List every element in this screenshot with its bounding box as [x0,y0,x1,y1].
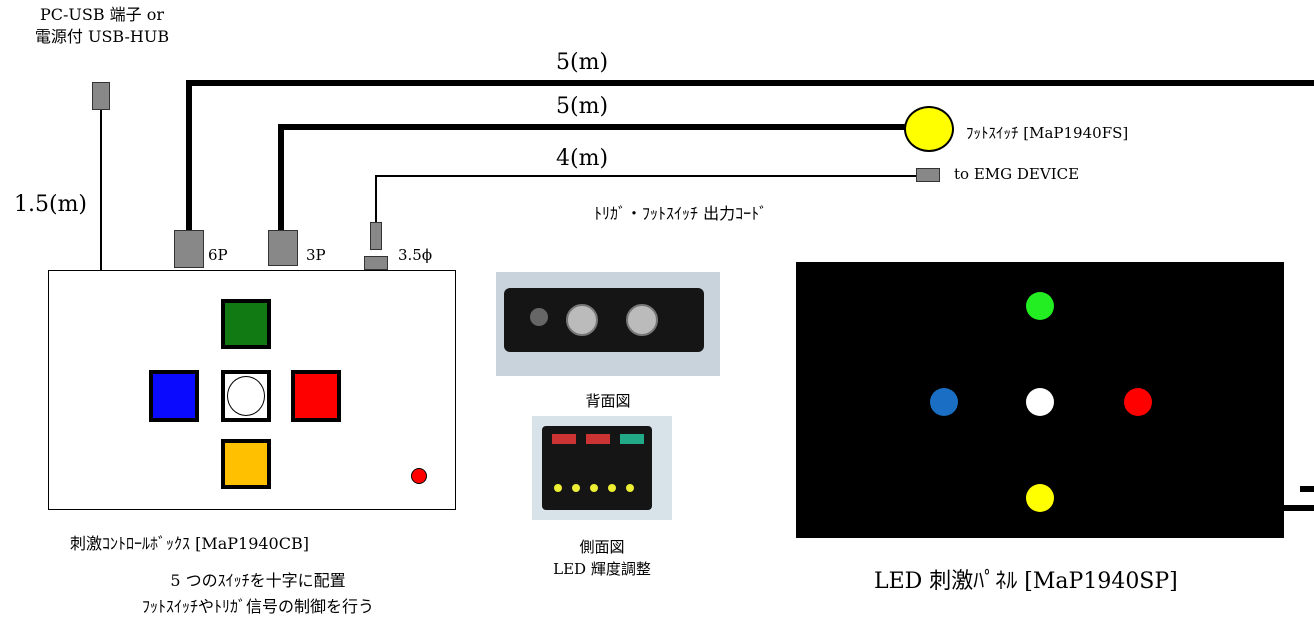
panel-cable-length: 5(m) [556,50,609,75]
three-pin-connector-icon [268,230,298,266]
panel-cable-vertical [186,80,192,230]
six-pin-connector-icon [174,230,204,268]
trigger-cable-horizontal [375,175,917,177]
switch-left[interactable] [149,370,199,422]
panel-led-left [930,388,958,416]
side-view-photo [532,416,672,520]
side-view-box [542,426,652,510]
side-view-caption: 側面図 LED 輝度調整 [532,536,672,580]
side-led-5 [626,484,634,492]
indicator-led [411,468,427,484]
panel-side-cable [1284,505,1314,511]
panel-led-center [1026,388,1054,416]
switch-center[interactable] [221,370,271,422]
three-pin-label: 3P [306,246,326,264]
usb-plug-icon [92,82,110,110]
panel-led-right [1124,388,1152,416]
six-pin-label: 6P [208,246,228,264]
side-switch-green [620,434,644,444]
switch-top[interactable] [221,299,271,349]
switch-bottom[interactable] [221,439,271,489]
back-view-caption: 背面図 [585,392,631,410]
phone-plug-icon [370,222,382,250]
back-din-connector-1 [566,304,598,336]
panel-led-top [1026,292,1054,320]
led-panel [796,262,1284,538]
foot-cable-length: 5(m) [556,94,609,119]
foot-switch-label: ﾌｯﾄｽｲｯﾁ [MaP1940FS] [966,124,1129,142]
trigger-cable-length: 4(m) [556,146,609,171]
panel-led-bottom [1026,484,1054,512]
side-view-caption-line1: 側面図 [579,538,625,556]
control-box-desc-line2: ﾌｯﾄｽｲｯﾁやﾄﾘｶﾞ信号の制御を行う [141,597,374,616]
emg-plug-icon [916,168,940,182]
trigger-cable-vertical [375,175,377,223]
side-led-4 [608,484,616,492]
usb-source-label-line2: 電源付 USB-HUB [34,27,170,46]
switch-right[interactable] [291,370,341,422]
control-box-desc-line1: 5 つのｽｲｯﾁを十字に配置 [170,571,346,590]
back-view-photo [496,272,720,376]
panel-cable-horizontal [186,80,1314,86]
back-jack-icon [530,308,548,326]
side-switch-red-2 [586,434,610,444]
trigger-cord-caption: ﾄﾘｶﾞ・ﾌｯﾄｽｲｯﾁ 出力ｺｰﾄﾞ [594,204,768,223]
back-din-connector-2 [626,304,658,336]
control-box-caption: 刺激ｺﾝﾄﾛｰﾙﾎﾞｯｸｽ [MaP1940CB] [70,534,309,553]
usb-source-label-line1: PC-USB 端子 or [39,5,165,24]
usb-cable-length: 1.5(m) [14,192,88,217]
side-switch-red [552,434,576,444]
foot-switch-icon [904,106,954,152]
side-led-3 [590,484,598,492]
emg-device-label: to EMG DEVICE [954,165,1080,183]
panel-side-cable-2 [1300,486,1314,492]
side-led-2 [572,484,580,492]
usb-cable [100,110,102,270]
phone-jack-label: 3.5ϕ [398,246,433,264]
usb-source-label: PC-USB 端子 or 電源付 USB-HUB [22,4,182,48]
phone-jack-icon [364,256,388,270]
side-led-1 [554,484,562,492]
led-panel-caption: LED 刺激ﾊﾟﾈﾙ [MaP1940SP] [874,569,1178,594]
back-view-box [504,288,704,352]
control-box-description: 5 つのｽｲｯﾁを十字に配置 ﾌｯﾄｽｲｯﾁやﾄﾘｶﾞ信号の制御を行う [48,568,468,620]
control-box [48,270,456,510]
foot-cable-vertical [278,124,284,230]
side-view-caption-line2: LED 輝度調整 [553,560,651,578]
foot-cable-horizontal [278,124,908,130]
switch-center-cap [227,376,265,416]
